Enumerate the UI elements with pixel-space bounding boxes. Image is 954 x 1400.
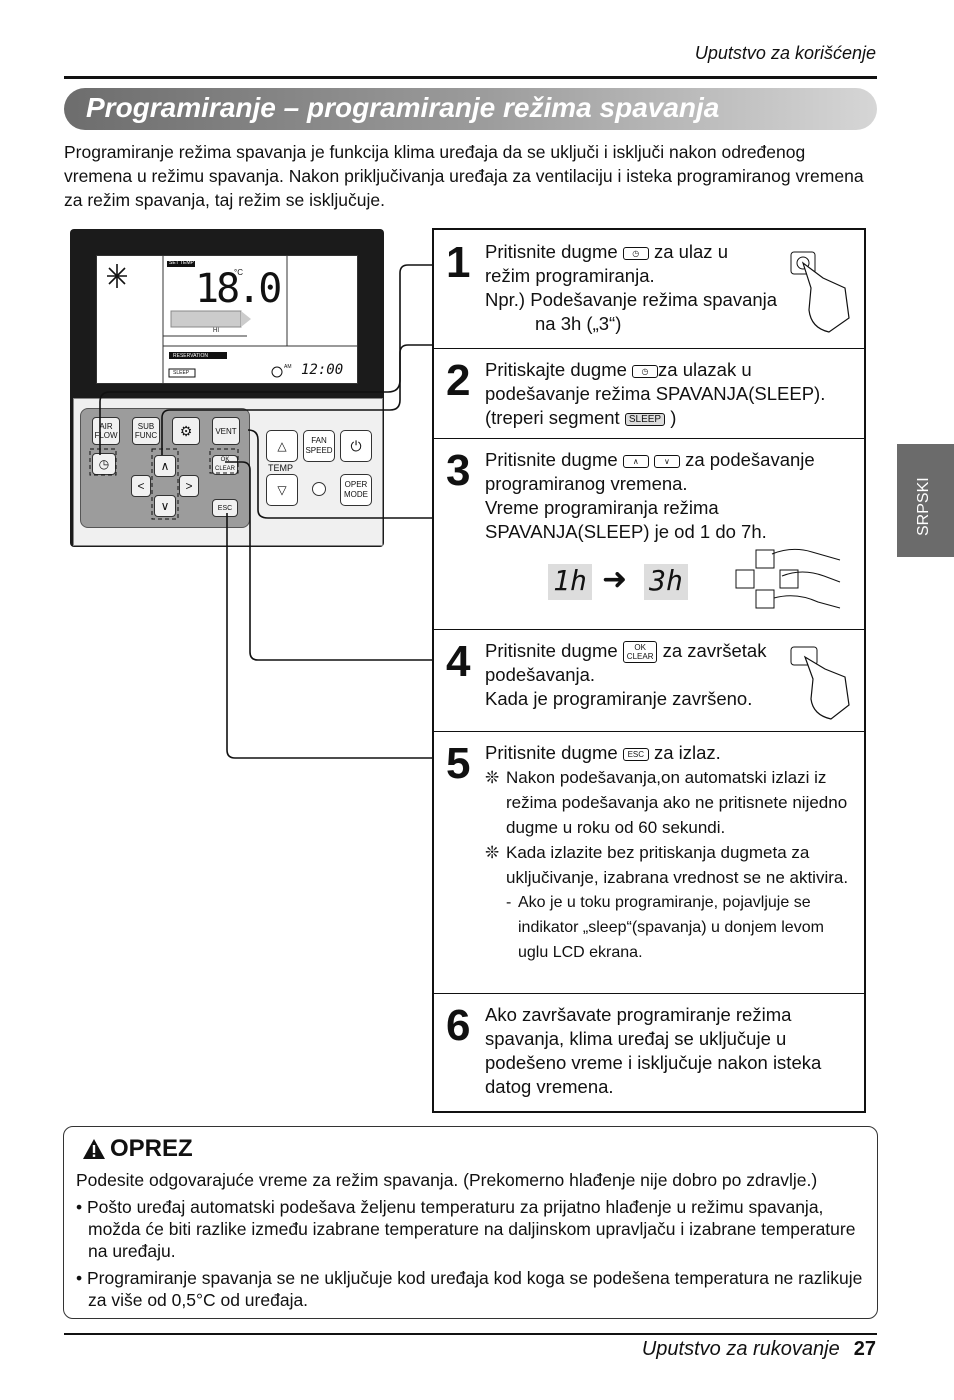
intro-paragraph: Programiranje režima spavanja je funkcij… xyxy=(64,142,864,210)
step-text: Pritisnite dugme ◷ za ulaz u režim progr… xyxy=(485,241,778,334)
remote-right-panel: △ ▽ TEMP FAN SPEED ⏻ OPER MODE xyxy=(258,402,376,512)
clock-icon: ◷ xyxy=(622,246,649,260)
up-arrow-button[interactable]: ∧ xyxy=(154,455,176,477)
header-rule xyxy=(64,76,877,79)
oper-mode-button[interactable]: OPER MODE xyxy=(340,474,372,506)
page-number: 27 xyxy=(853,1338,876,1360)
step-note: ❊Kada izlazite bez pritiskanja dugmeta z… xyxy=(485,840,855,890)
power-button[interactable]: ⏻ xyxy=(340,430,372,462)
caution-body: Podesite odgovarajuće vreme za režim spa… xyxy=(76,1169,866,1311)
step-number: 4 xyxy=(446,637,471,686)
temp-label: TEMP xyxy=(268,463,294,473)
esc-icon: ESC xyxy=(622,747,649,761)
air-flow-button[interactable]: AIR FLOW xyxy=(92,417,120,445)
section-title-bar: Programiranje – programiranje režima spa… xyxy=(64,88,877,130)
reservation-clock-button[interactable]: ◷ xyxy=(92,453,116,475)
step-note: ❊Nakon podešavanja,on automatski izlazi … xyxy=(485,765,855,840)
lcd-reservation: RESERVATION xyxy=(173,353,209,359)
clock-icon: ◷ xyxy=(632,364,659,378)
down-arrow-button[interactable]: ∨ xyxy=(154,495,176,517)
caution-lead: Podesite odgovarajuće vreme za režim spa… xyxy=(76,1170,818,1190)
temp-down-button[interactable]: ▽ xyxy=(266,474,298,506)
step-subnote: -Ako je u toku programiranje, pojavljuje… xyxy=(506,894,824,961)
step-text: Pritiskajte dugme ◷za ulazak u podešavan… xyxy=(485,359,826,428)
remote-button-panel: AIR FLOW SUB FUNC ⚙ VENT ◷ ∧ ∨ < > OK CL… xyxy=(80,408,250,528)
snowflake-icon xyxy=(107,264,127,288)
sleep-segment-badge: SLEEP xyxy=(624,412,666,426)
header-title: Uputstvo za korišćenje xyxy=(694,43,876,63)
step-3: 3 Pritisnite dugme ∧ ∨ za podešavanje pr… xyxy=(434,438,864,630)
caution-item: • Programiranje spavanja se ne uključuje… xyxy=(76,1268,863,1310)
esc-button[interactable]: ESC xyxy=(212,499,238,517)
caution-box: OPREZ Podesite odgovarajuće vreme za rež… xyxy=(63,1126,878,1319)
asterisk-icon: ❊ xyxy=(485,768,500,787)
right-arrow-button[interactable]: > xyxy=(179,475,199,497)
language-side-tab: SRPSKI xyxy=(897,444,954,557)
sub-func-button[interactable]: SUB FUNC xyxy=(132,417,160,445)
time-to-display: 3h xyxy=(644,564,688,600)
hand-arrows-icon xyxy=(735,548,841,609)
caution-heading: OPREZ xyxy=(82,1135,193,1163)
hand-press-icon xyxy=(790,646,850,720)
lcd-am: AM xyxy=(284,364,292,370)
lcd-set-temp: SET TEMP xyxy=(169,260,194,266)
lcd-sleep: SLEEP xyxy=(173,370,190,376)
step-2: 2 Pritiskajte dugme ◷za ulazak u podešav… xyxy=(434,348,864,439)
step-1: 1 Pritisnite dugme ◷ za ulaz u režim pro… xyxy=(434,230,864,349)
hand-press-icon xyxy=(790,251,850,333)
language-label: SRPSKI xyxy=(915,477,932,536)
up-arrow-icon: ∧ xyxy=(622,454,649,468)
step-text: Ako završavate programiranje režima spav… xyxy=(485,1004,822,1097)
remote-lcd: SET TEMP 18.0 °C HI RESERVATION SLEEP AM… xyxy=(96,255,358,384)
caution-item: • Pošto uređaj automatski podešava želje… xyxy=(76,1197,856,1261)
step-number: 5 xyxy=(446,739,471,788)
left-arrow-button[interactable]: < xyxy=(131,475,151,497)
warning-icon xyxy=(83,1139,105,1159)
time-from-display: 1h xyxy=(548,564,592,600)
footer-title: Uputstvo za rukovanje xyxy=(641,1338,840,1360)
lcd-time: 12:00 xyxy=(301,362,344,378)
step-5: 5 Pritisnite dugme ESC za izlaz. ❊Nakon … xyxy=(434,731,864,994)
lcd-hi: HI xyxy=(213,328,219,334)
footer-rule xyxy=(64,1333,877,1335)
lcd-graphics xyxy=(107,256,357,383)
lcd-unit: °C xyxy=(234,268,243,277)
vent-button[interactable]: VENT xyxy=(212,417,240,445)
settings-gear-icon[interactable]: ⚙ xyxy=(172,417,200,445)
step-text: Pritisnite dugme ESC za izlaz. ❊Nakon po… xyxy=(485,741,855,965)
step-6: 6 Ako završavate programiranje režima sp… xyxy=(434,993,864,1111)
step-number: 6 xyxy=(446,1001,471,1050)
indicator-circle xyxy=(312,482,326,496)
footer: Uputstvo za rukovanje 27 xyxy=(642,1338,876,1361)
step-number: 1 xyxy=(446,238,471,287)
lcd-temperature: 18.0 xyxy=(195,266,282,312)
temp-up-button[interactable]: △ xyxy=(266,430,298,462)
asterisk-icon: ❊ xyxy=(485,843,500,862)
section-title: Programiranje – programiranje režima spa… xyxy=(86,92,720,123)
steps-table: 1 Pritisnite dugme ◷ za ulaz u režim pro… xyxy=(432,228,866,1113)
fan-speed-button[interactable]: FAN SPEED xyxy=(303,430,335,462)
arrow-right-icon: ➜ xyxy=(602,563,628,596)
step-text: Pritisnite dugme ∧ ∨ za podešavanje prog… xyxy=(485,449,815,542)
step-number: 2 xyxy=(446,356,471,405)
down-arrow-icon: ∨ xyxy=(653,454,680,468)
step-number: 3 xyxy=(446,446,471,495)
